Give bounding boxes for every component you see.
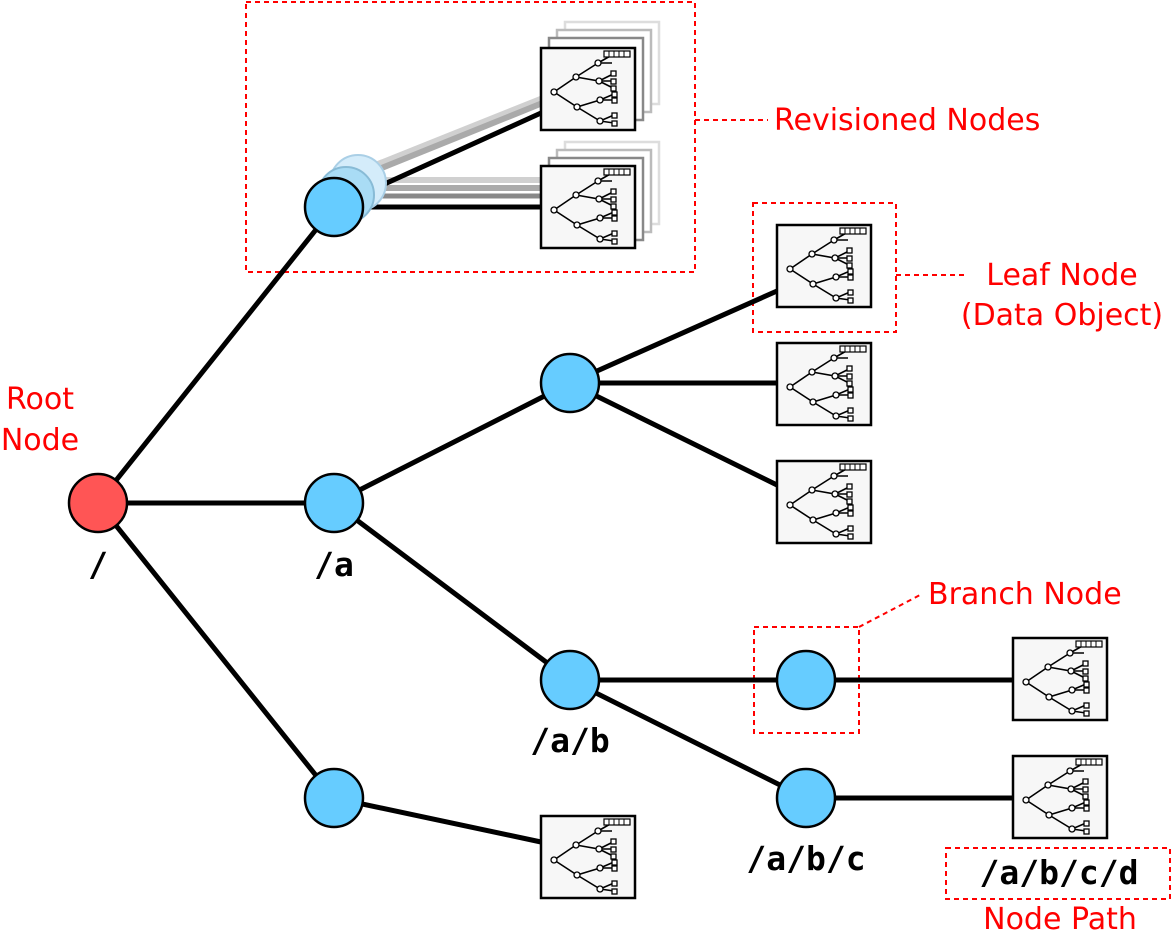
branch-node-ab — [539, 649, 601, 711]
branch-node-mid — [539, 352, 601, 414]
root-node — [67, 472, 129, 534]
branch-node-abc — [775, 767, 837, 829]
path-label-abcd: /a/b/c/d — [980, 853, 1139, 892]
node-path-label: Node Path — [983, 902, 1137, 934]
path-label-ab: /a/b — [530, 721, 609, 760]
leaf-data-object-1 — [775, 223, 873, 309]
branch-node-highlighted — [775, 649, 837, 711]
branch-node-lower — [303, 767, 365, 829]
leaf-data-object-2 — [775, 341, 873, 427]
revisioned-data-object-lower — [539, 140, 661, 250]
leaf-data-object-4 — [1011, 636, 1109, 722]
leaf-node-label-line2: (Data Object) — [961, 298, 1163, 333]
revisioned-branch-node — [303, 176, 365, 238]
revisioned-data-object-upper — [539, 20, 661, 132]
path-label-root: / — [88, 545, 108, 584]
path-label-abc: /a/b/c — [746, 839, 865, 878]
leaf-data-object-5 — [539, 814, 637, 900]
branch-node-a — [303, 472, 365, 534]
root-node-label-line1: Root — [6, 382, 74, 417]
node-path-callout — [945, 847, 1171, 900]
root-node-label-line2: Node — [1, 423, 79, 458]
leaf-data-object-3 — [775, 459, 873, 545]
leaf-node-callout — [752, 202, 897, 333]
leaf-data-object-abcd — [1011, 754, 1109, 840]
path-label-a: /a — [314, 545, 354, 584]
revisioned-nodes-label: Revisioned Nodes — [774, 103, 1040, 138]
leaf-node-label-line1: Leaf Node — [986, 258, 1137, 293]
branch-node-label: Branch Node — [928, 577, 1122, 612]
